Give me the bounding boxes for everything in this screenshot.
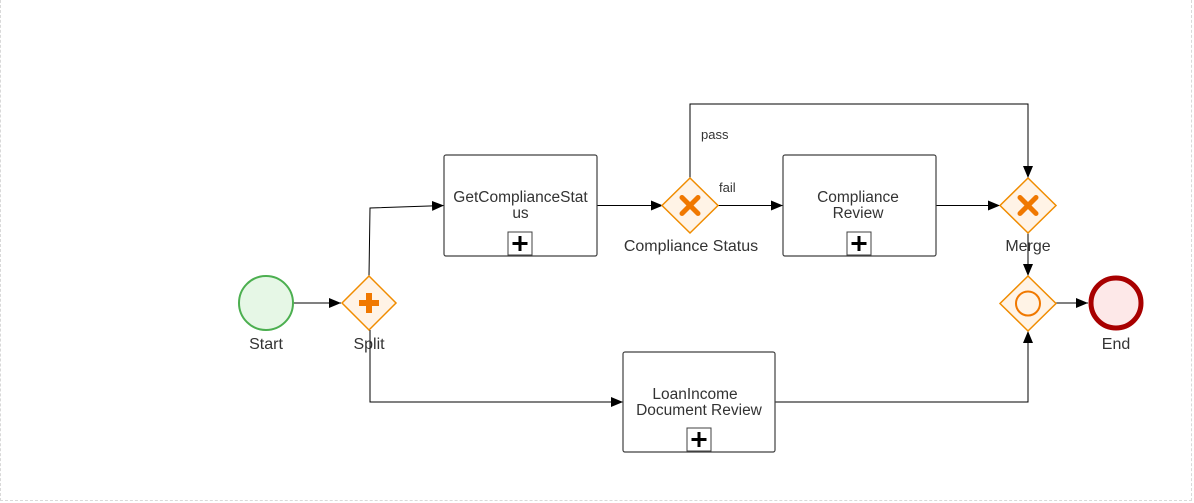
x-icon xyxy=(1017,195,1039,216)
loan-income-label-line1: LoanIncome xyxy=(652,386,737,403)
loan-income-box xyxy=(622,351,776,453)
start-label: Start xyxy=(249,336,283,353)
loan-income-label-line2: Document Review xyxy=(636,402,763,419)
expand-plus-icon[interactable] xyxy=(846,231,872,256)
sequence-flows xyxy=(294,103,1088,407)
loan-income-document-review-task[interactable]: LoanIncome Document Review xyxy=(622,351,776,453)
flow-label-fail: fail xyxy=(719,180,736,195)
end-event[interactable] xyxy=(1088,275,1144,331)
join-diamond xyxy=(998,274,1058,333)
compliance-review-box xyxy=(782,154,937,257)
join-gateway[interactable] xyxy=(998,274,1058,333)
split-label: Split xyxy=(353,336,385,353)
compliance-status-gateway[interactable] xyxy=(660,176,720,235)
compliance-status-label: Compliance Status xyxy=(624,238,758,255)
start-event-circle xyxy=(238,275,294,331)
expand-plus-icon[interactable] xyxy=(686,427,712,452)
x-icon xyxy=(679,195,701,216)
flow-split-to-loan-income[interactable] xyxy=(369,330,623,407)
end-label: End xyxy=(1102,336,1130,353)
compliance-review-label-line1: Compliance xyxy=(817,189,899,206)
merge-gateway[interactable] xyxy=(998,176,1058,235)
flow-loan-income-to-join[interactable] xyxy=(775,331,1033,403)
get-compliance-status-box xyxy=(443,154,598,257)
expand-plus-icon[interactable] xyxy=(507,231,533,256)
flow-split-to-get-compliance[interactable] xyxy=(368,200,445,277)
start-event[interactable] xyxy=(238,275,294,331)
merge-label: Merge xyxy=(1005,238,1050,255)
end-event-circle xyxy=(1088,275,1144,331)
compliance-review-label-line2: Review xyxy=(833,205,885,222)
get-compliance-status-label-line1: GetComplianceStat xyxy=(453,189,588,206)
plus-icon xyxy=(359,293,379,313)
flow-pass[interactable] xyxy=(689,103,1033,178)
compliance-review-task[interactable]: Compliance Review xyxy=(782,154,937,257)
get-compliance-status-task[interactable]: GetComplianceStat us xyxy=(443,154,598,257)
split-gateway[interactable] xyxy=(340,274,398,332)
circle-icon xyxy=(1015,290,1041,317)
flow-label-pass: pass xyxy=(701,127,729,142)
get-compliance-status-label-line2: us xyxy=(512,205,529,222)
